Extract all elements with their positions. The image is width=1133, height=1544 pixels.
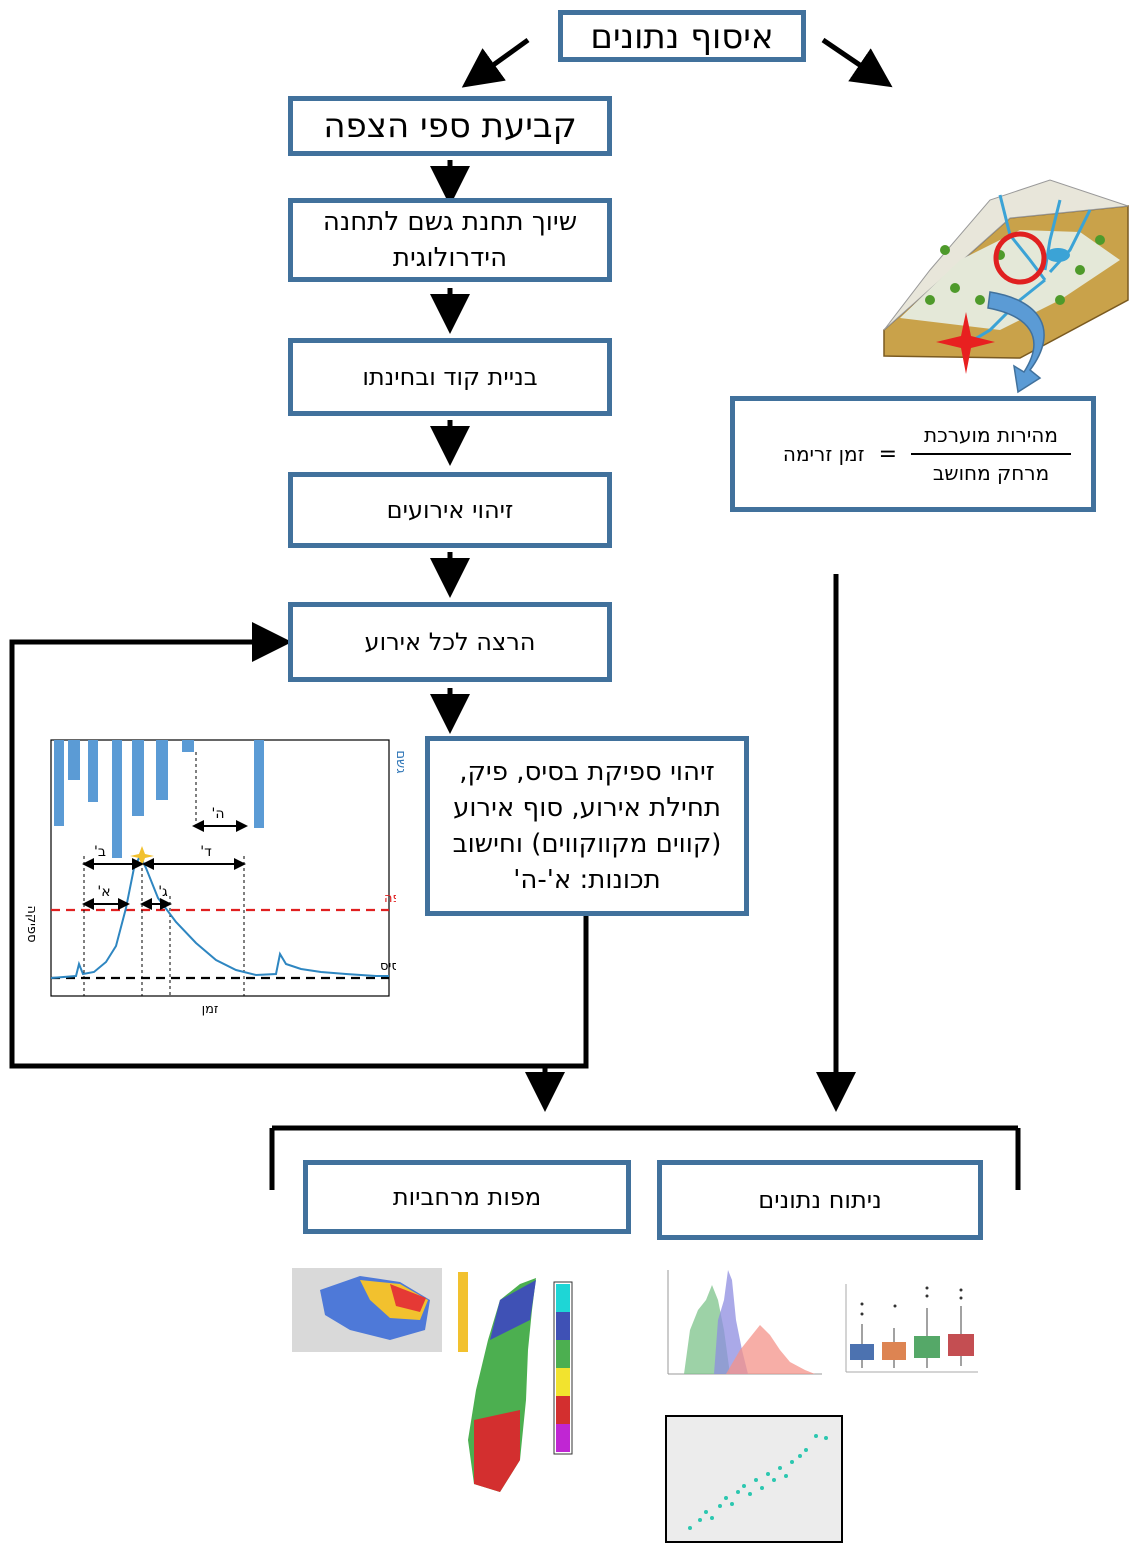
lake-shape: [1046, 248, 1070, 262]
terrain-top: [883, 179, 1129, 331]
formula-result: זמן זרימה: [782, 442, 865, 466]
time-axis-label: זמן: [201, 1002, 219, 1017]
formula-equals: =: [878, 441, 897, 467]
flood-threshold-label: סף להצפה: [384, 891, 396, 906]
run-each-event-label: הרצה לכל אירוע: [364, 628, 536, 656]
fraction-bar: [911, 453, 1071, 455]
station-assignment-label: שיוך תחנת גשם לתחנה הידרולוגית: [322, 207, 578, 273]
thresholds-box: קביעת ספי הצפה: [288, 96, 612, 156]
event-features-box: זיהוי ספיקת בסיס, פיק, תחילת אירוע, סוף …: [425, 736, 749, 916]
curved-arrow-icon: [987, 291, 1045, 394]
base-flow-label: זרימת בסיס: [380, 959, 396, 974]
peak-star-icon: [130, 846, 154, 866]
hydrograph-curve: [50, 853, 389, 979]
event-identification-box: זיהוי אירועים: [288, 472, 612, 548]
river-lines: [964, 194, 1092, 347]
station-assignment-box: שיוך תחנת גשם לתחנה הידרולוגית: [288, 198, 612, 282]
data-collection-label: איסוף נתונים: [590, 17, 774, 57]
formula-denominator: מרחק מחושב: [932, 461, 1050, 485]
boxplot-thumbnail: [832, 1280, 980, 1378]
code-building-box: בניית קוד ובחינתו: [288, 338, 612, 416]
arrow-to-watershed: [821, 37, 893, 88]
formula-fraction: מהירות מוערכת מרחק מחושב: [911, 423, 1071, 485]
watershed-highlight-circle: [993, 231, 1047, 285]
feature-label-a: א': [97, 884, 110, 900]
thresholds-label: קביעת ספי הצפה: [323, 106, 577, 146]
data-analysis-label: ניתוח נתונים: [758, 1186, 882, 1214]
run-each-event-box: הרצה לכל אירוע: [288, 602, 612, 682]
scatter-thumbnail: [665, 1415, 843, 1543]
israel-map-thumbnail: [468, 1278, 573, 1492]
feature-label-h: ה': [212, 806, 225, 822]
spatial-maps-box: מפות מרחביות: [303, 1160, 631, 1234]
rain-bars: [54, 740, 264, 858]
star-outlet-icon: [936, 312, 995, 374]
feature-label-g: ג': [158, 884, 168, 900]
loop-back-line: [9, 622, 589, 1069]
code-building-label: בניית קוד ובחינתו: [362, 363, 538, 391]
spatial-maps-label: מפות מרחביות: [392, 1183, 542, 1211]
data-analysis-box: ניתוח נתונים: [657, 1160, 983, 1240]
event-features-label: זיהוי ספיקת בסיס, פיק, תחילת אירוע, סוף …: [452, 757, 722, 895]
feature-label-b: ב': [94, 844, 106, 860]
event-identification-label: זיהוי אירועים: [386, 496, 514, 524]
arrow-to-thresholds: [461, 37, 530, 88]
flow-time-formula-box: מהירות מוערכת מרחק מחושב = זמן זרימה: [730, 396, 1096, 512]
hydrograph-inset: א' ב' ג' ד' ה' סף להצפה זרימת בסיס: [50, 739, 396, 997]
feature-label-d: ד': [200, 844, 212, 860]
data-collection-box: איסוף נתונים: [558, 10, 806, 62]
formula-numerator: מהירות מוערכת: [924, 423, 1058, 447]
feature-arrows: [82, 820, 248, 910]
histogram-thumbnail: [658, 1262, 824, 1382]
catchment-map-thumbnail: [292, 1268, 468, 1352]
